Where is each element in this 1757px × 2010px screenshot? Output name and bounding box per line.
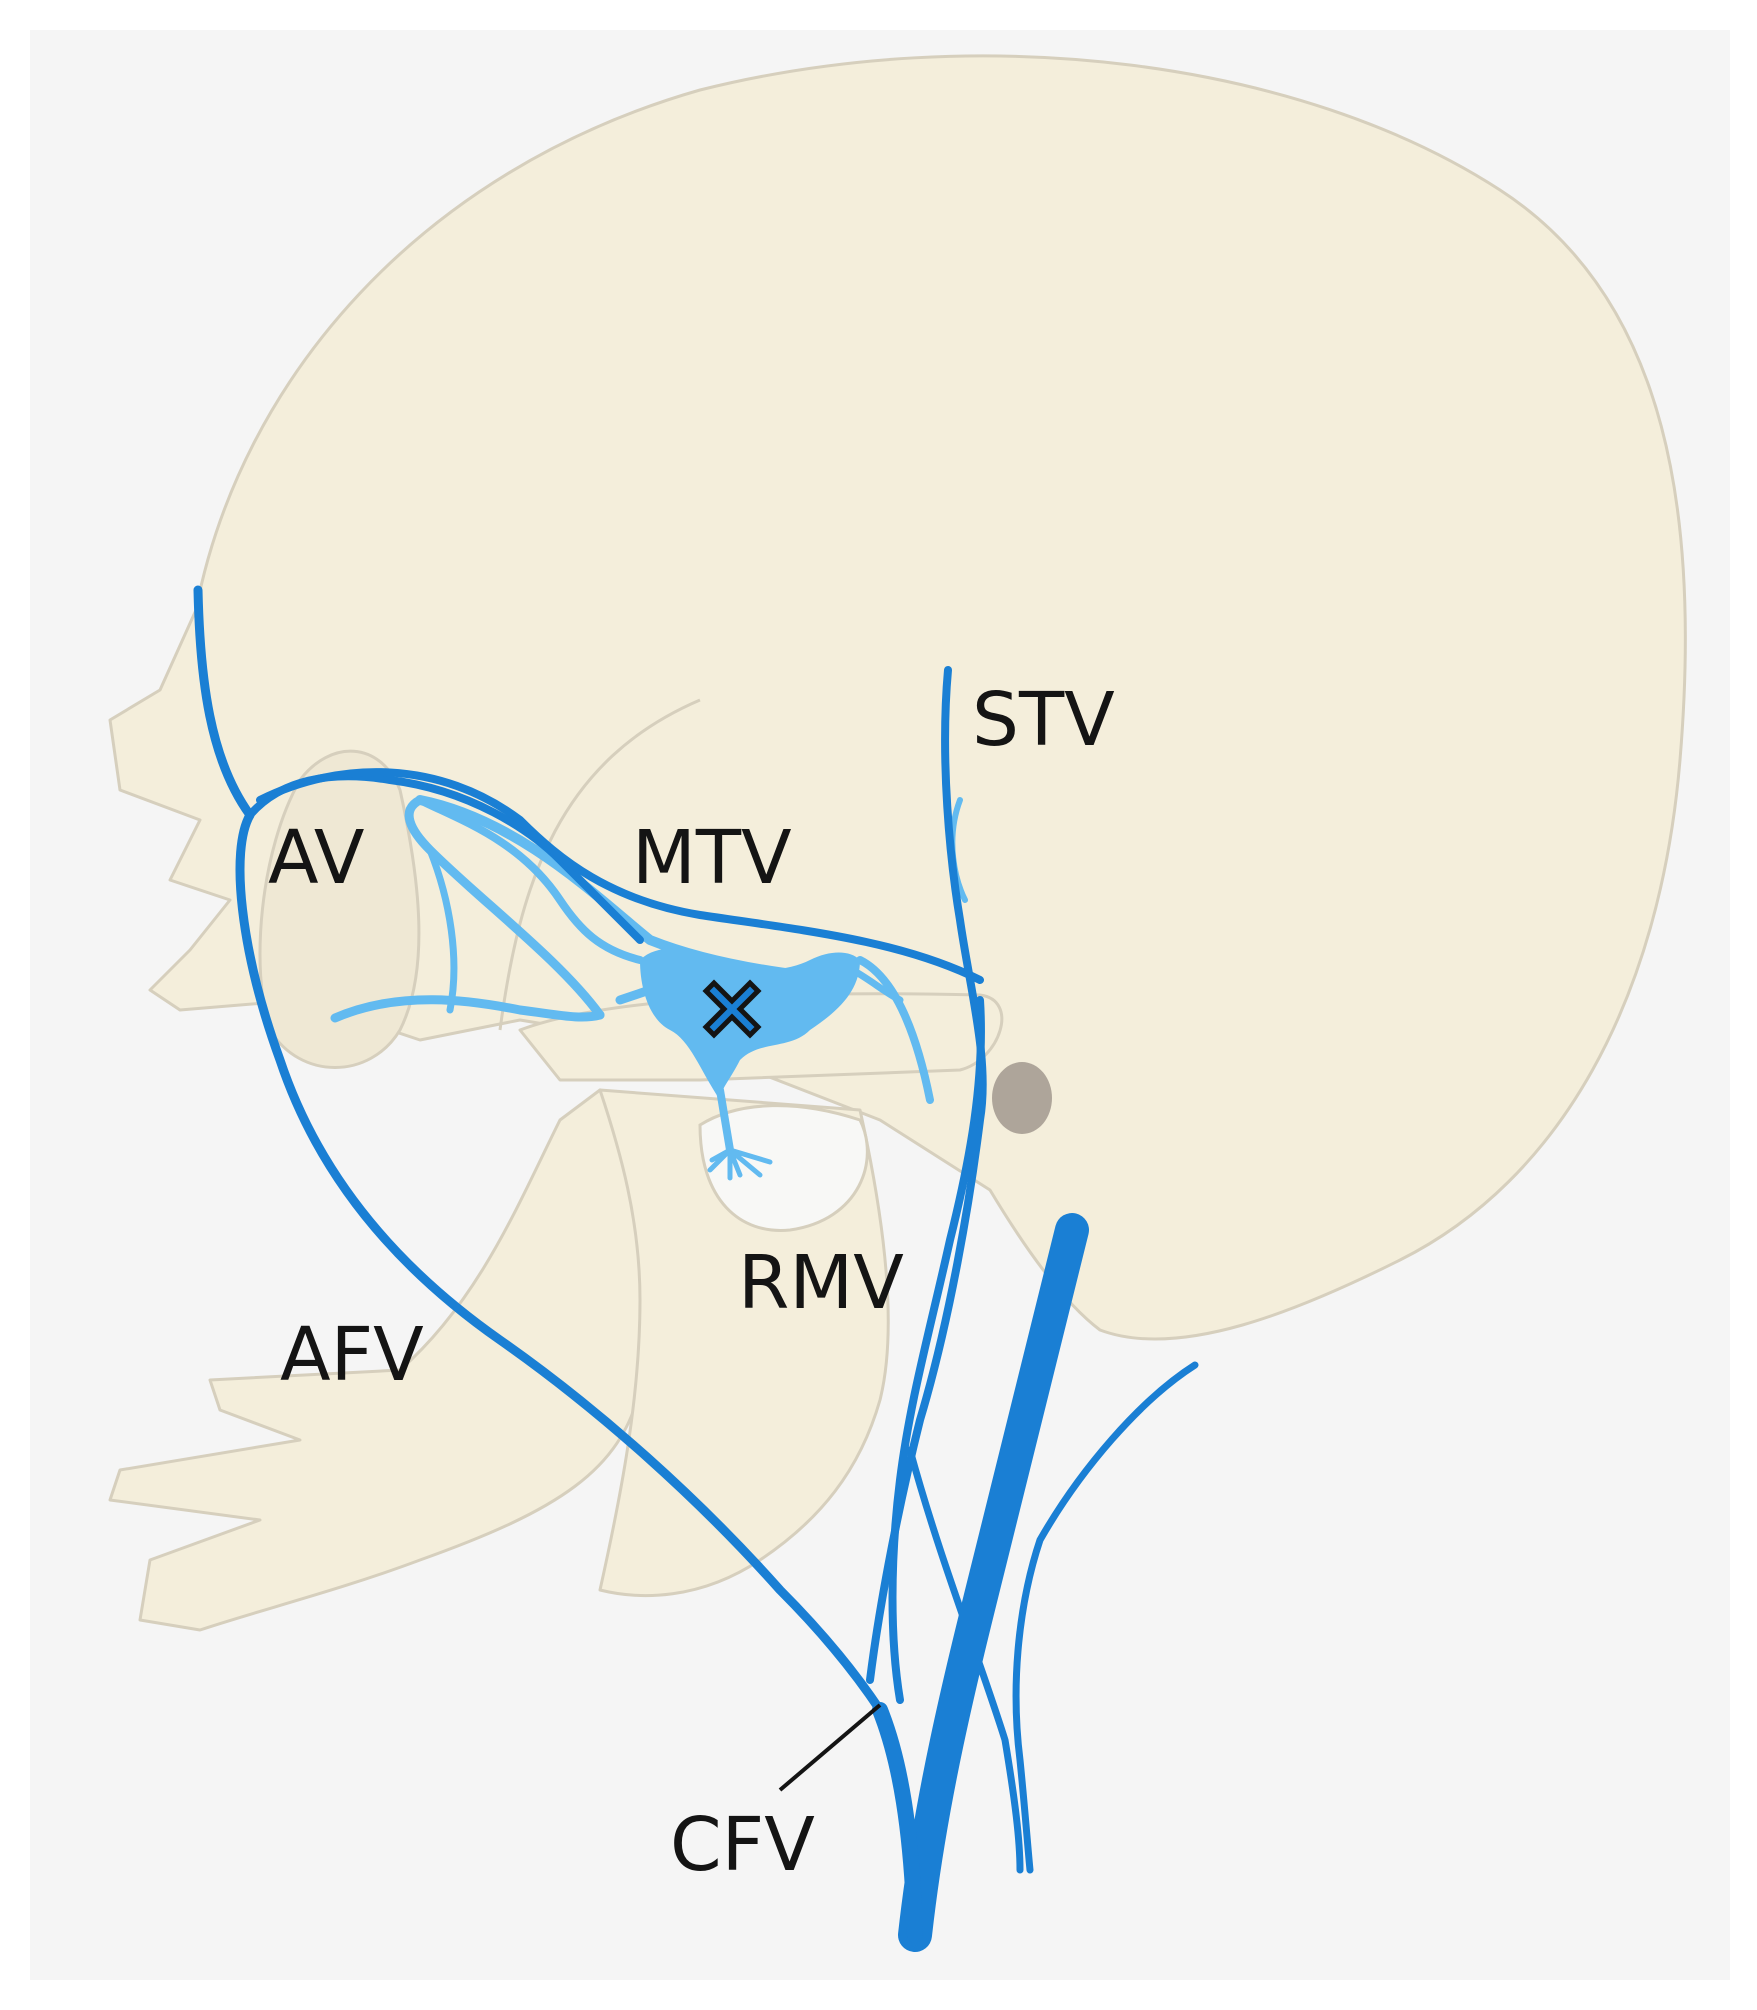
posterior-auricular-vein <box>1012 1361 1199 1874</box>
plexus-branch <box>856 956 934 1104</box>
angular-vein <box>235 810 885 1715</box>
label-rmv: RMV <box>738 1240 904 1326</box>
anterior-jugular-branch <box>906 1446 1024 1874</box>
label-cfv: CFV <box>670 1802 815 1888</box>
external-jugular-vein <box>898 1213 1089 1952</box>
orbit <box>258 749 421 1069</box>
mandibular-notch <box>698 1104 869 1232</box>
plexus-branch <box>707 1147 773 1181</box>
middle-temporal-vein <box>256 768 984 984</box>
veins <box>193 585 1199 1952</box>
supratrochlear-vein <box>193 585 255 820</box>
x-marker-icon <box>702 979 762 1039</box>
retromandibular-vein <box>888 996 985 1704</box>
external-acoustic-meatus <box>992 1062 1052 1134</box>
temporal-line <box>498 698 701 1031</box>
label-av: AV <box>268 815 365 901</box>
label-stv: STV <box>972 677 1115 763</box>
plexus-branch <box>426 846 458 1014</box>
common-facial-vein <box>872 1702 923 1943</box>
plexus-branch <box>404 795 605 1020</box>
cfv-leader-line <box>778 1703 882 1792</box>
plexus-branch <box>716 1086 734 1154</box>
label-mtv: MTV <box>632 815 792 901</box>
label-afv: AFV <box>280 1312 424 1398</box>
skull <box>108 54 1687 1632</box>
plexus-branch <box>330 995 605 1023</box>
plexus-branch <box>416 796 644 964</box>
cranium <box>108 54 1687 1341</box>
plexus-branch <box>415 795 805 980</box>
